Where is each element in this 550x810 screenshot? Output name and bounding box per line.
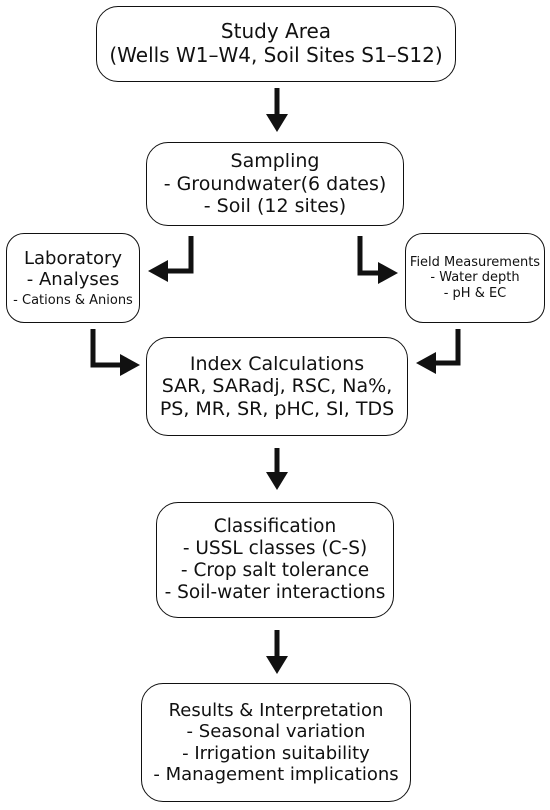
arrow-index-to-classification [266,448,288,490]
index-list-1: SAR, SARadj, RSC, Na%, [161,375,393,398]
classification-soil-water: - Soil-water interactions [164,581,386,603]
arrow-laboratory-to-index [90,329,140,376]
sampling-soil: - Soil (12 sites) [203,195,347,218]
field-title: Field Measurements [409,255,541,270]
arrow-classification-to-results [266,630,288,674]
arrow-sampling-to-field [357,236,398,284]
results-management: - Management implications [153,763,399,785]
results-seasonal: - Seasonal variation [186,721,366,743]
study-area-box: Study Area (Wells W1–W4, Soil Sites S1–S… [96,6,456,82]
arrow-field-to-index [416,329,461,374]
laboratory-cations-anions: - Cations & Anions [13,292,133,308]
results-box: Results & Interpretation - Seasonal vari… [141,683,411,802]
index-title: Index Calculations [189,352,365,375]
arrow-sampling-to-laboratory [148,236,194,282]
classification-crop: - Crop salt tolerance [180,560,370,581]
arrow-study-to-sampling [266,88,288,132]
classification-box: Classification - USSL classes (C-S) - Cr… [156,502,394,618]
field-ph-ec: - pH & EC [443,285,507,301]
sampling-box: Sampling - Groundwater(6 dates) - Soil (… [146,142,404,226]
field-water-depth: - Water depth [430,270,520,286]
classification-ussl: - USSL classes (C-S) [182,538,368,560]
field-measurements-box: Field Measurements - Water depth - pH & … [405,233,545,323]
sampling-title: Sampling [230,150,320,173]
study-area-subtitle: (Wells W1–W4, Soil Sites S1–S12) [109,43,443,67]
laboratory-box: Laboratory - Analyses - Cations & Anions [6,233,140,323]
study-area-title: Study Area [220,19,332,44]
sampling-groundwater: - Groundwater(6 dates) [163,172,387,195]
laboratory-title: Laboratory [23,248,123,270]
index-list-2: PS, MR, SR, pHC, SI, TDS [159,397,395,420]
index-calculations-box: Index Calculations SAR, SARadj, RSC, Na%… [146,337,408,436]
classification-title: Classification [213,516,337,538]
results-irrigation: - Irrigation suitability [182,742,370,764]
results-title: Results & Interpretation [168,700,384,722]
laboratory-analyses: - Analyses [26,269,120,291]
